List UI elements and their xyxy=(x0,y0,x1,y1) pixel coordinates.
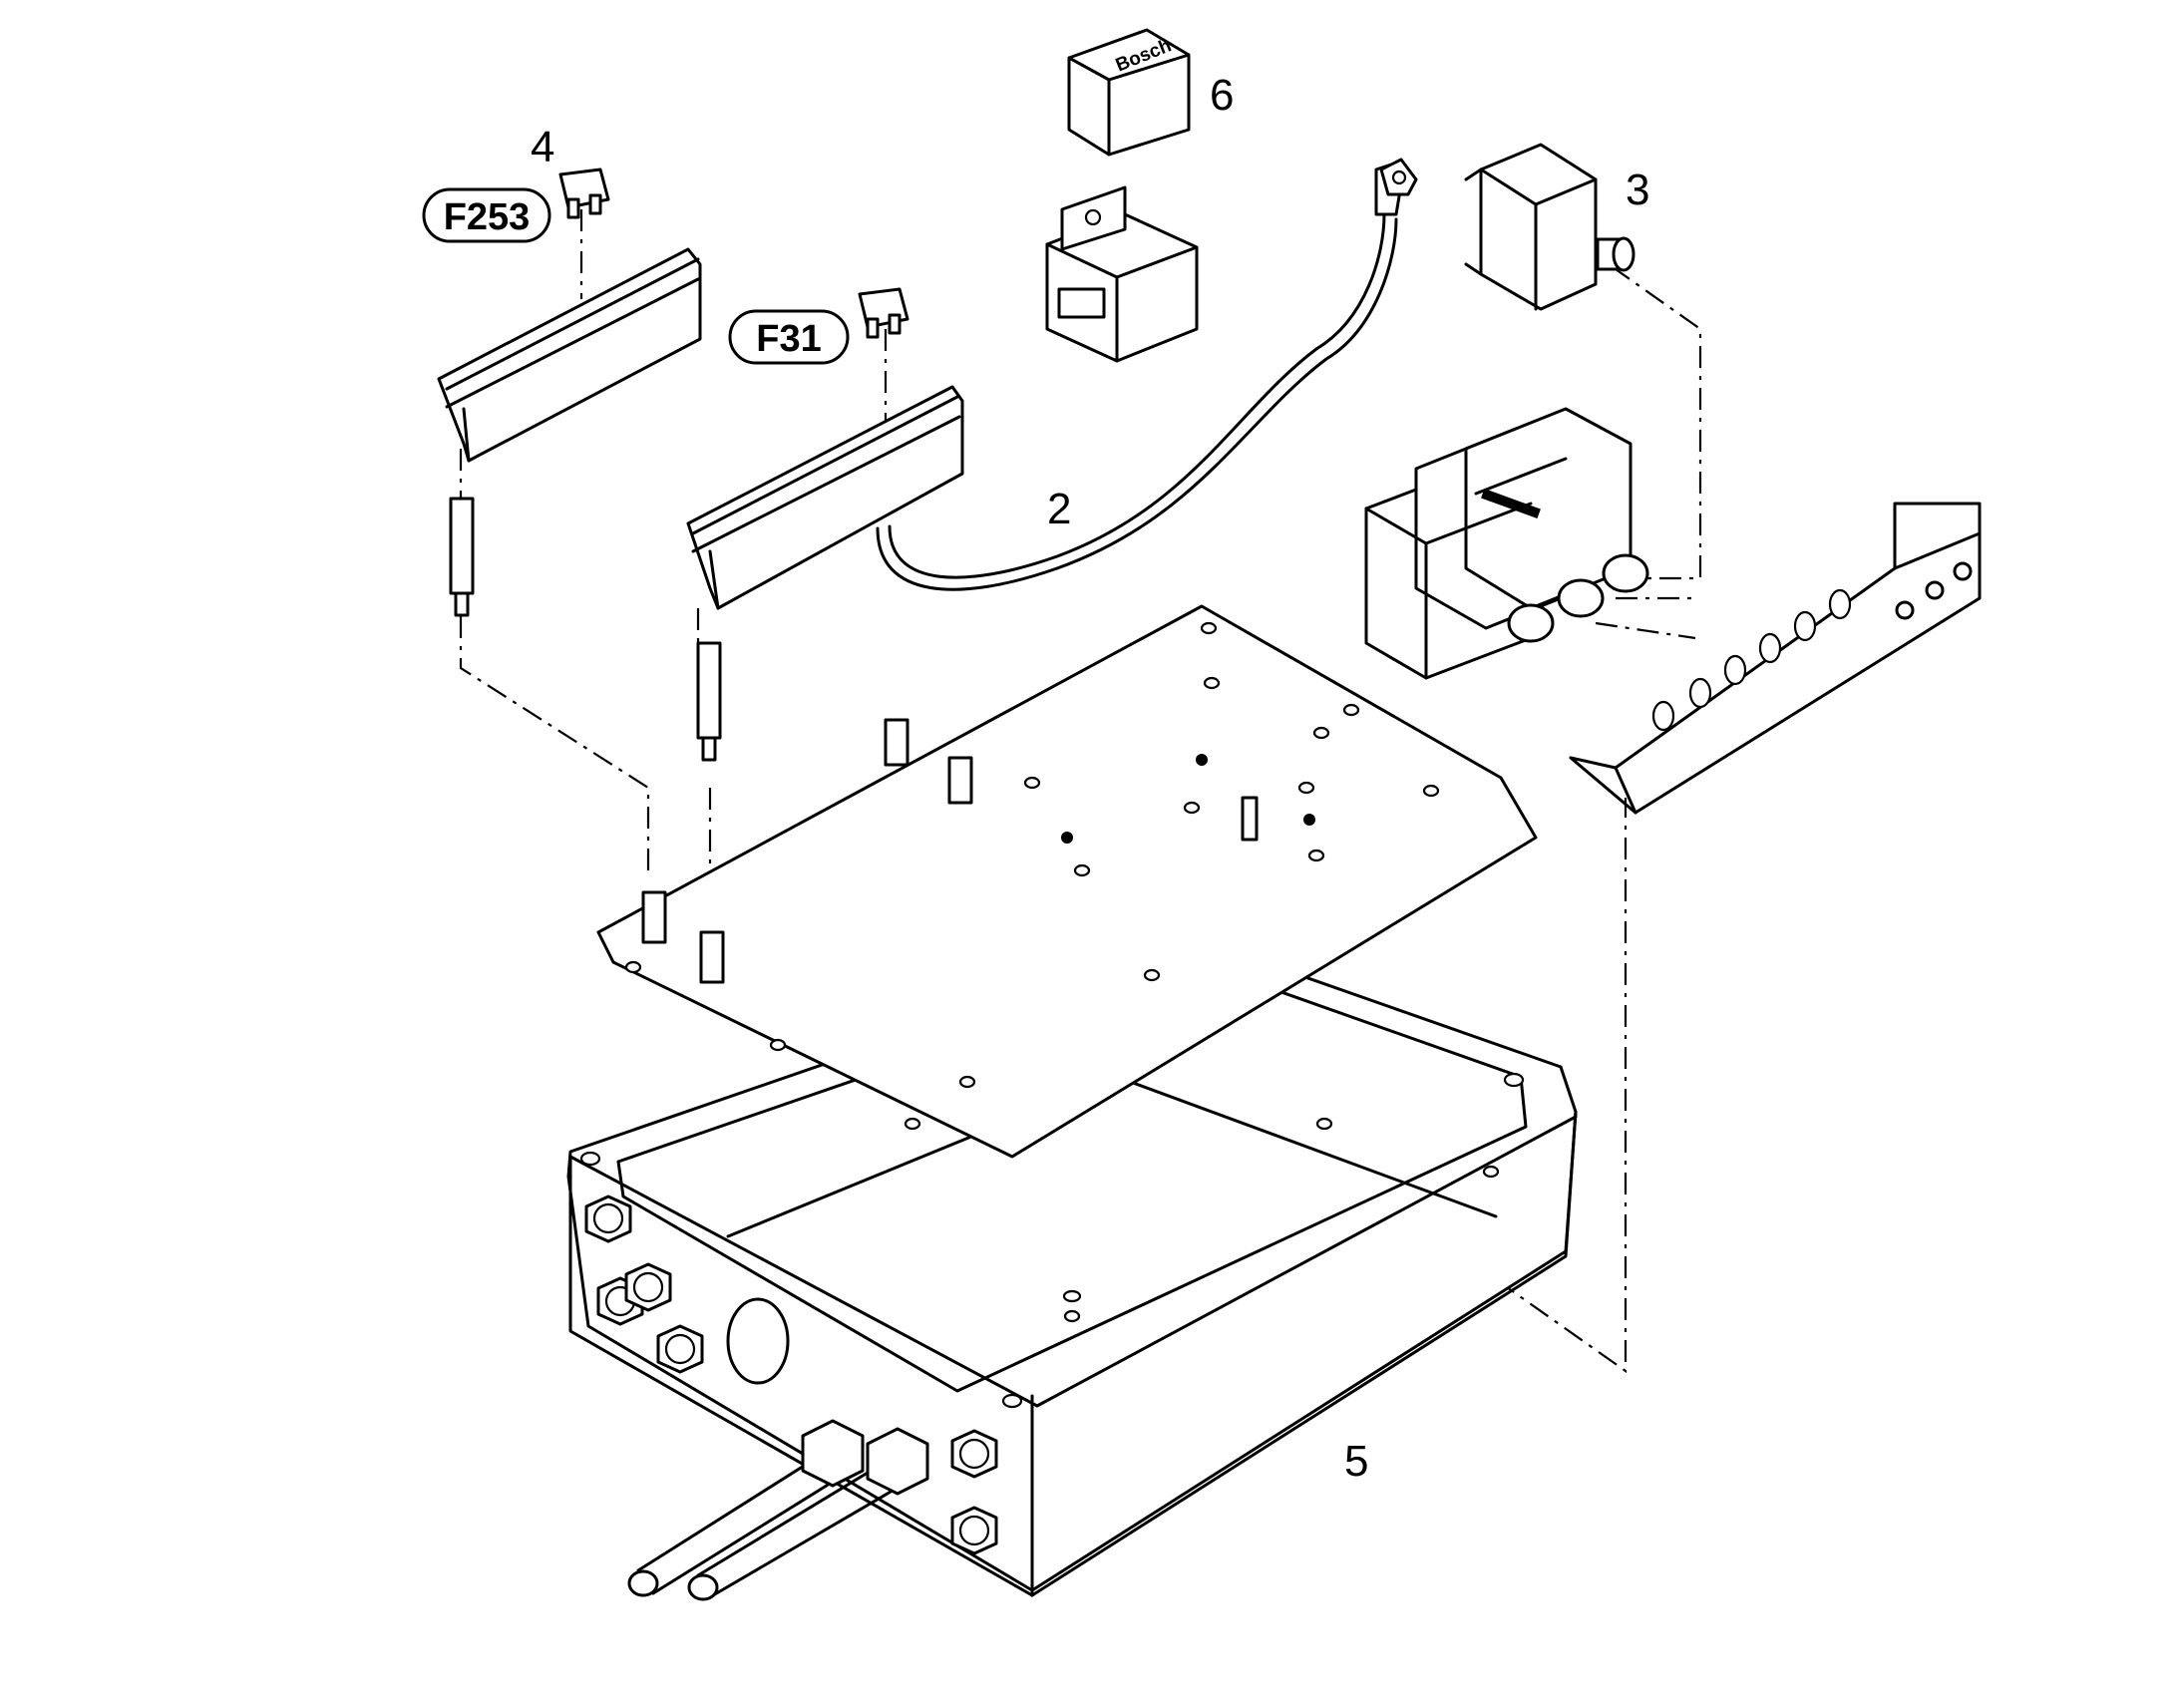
part-number-6: 6 xyxy=(1210,71,1234,120)
cable-pair xyxy=(627,1419,929,1601)
callout-f31-label: F31 xyxy=(756,318,821,360)
plate-standoffs xyxy=(641,718,973,984)
part-number-4: 4 xyxy=(531,123,554,171)
callout-f253-label: F253 xyxy=(444,196,531,238)
breaker-bank xyxy=(1364,407,1649,680)
part-number-3: 3 xyxy=(1626,166,1649,214)
part-number-5: 5 xyxy=(1344,1437,1368,1486)
callout-f253: F253 xyxy=(422,187,551,243)
enclosure-box xyxy=(566,935,1578,1601)
gland-plug xyxy=(584,1195,998,1555)
relay: Bosch xyxy=(1067,28,1191,157)
fuse-holder-block-f253: . xyxy=(437,247,702,463)
relay-socket xyxy=(1045,185,1199,363)
blade-fuse xyxy=(858,287,909,339)
mounting-bracket xyxy=(1569,502,1982,815)
part-number-2: 2 xyxy=(1047,485,1071,533)
spacer-bolt xyxy=(449,497,722,762)
fuse-holder-block-f31 xyxy=(686,385,964,610)
blade-fuse xyxy=(558,168,610,219)
callout-f31: F31 xyxy=(728,309,850,365)
mounting-plate xyxy=(596,604,1538,1323)
circuit-breaker xyxy=(1464,143,1635,311)
ground-cable xyxy=(876,158,1418,591)
